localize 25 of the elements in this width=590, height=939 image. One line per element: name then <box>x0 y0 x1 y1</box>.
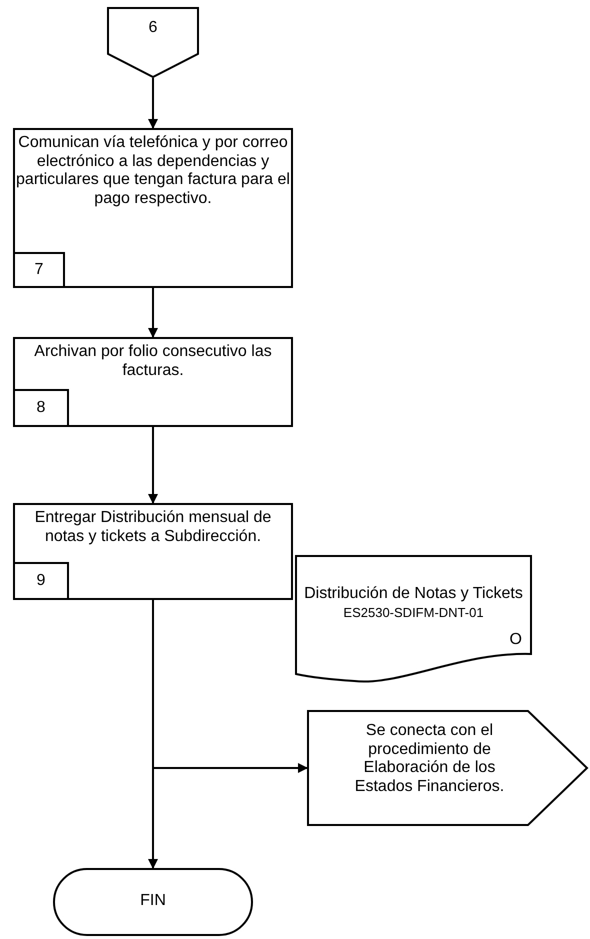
step-number-text: 8 <box>36 398 46 418</box>
step-number-text: 9 <box>36 572 46 590</box>
process-box <box>13 337 293 427</box>
arrow <box>148 427 158 504</box>
offpage-connector <box>107 7 199 78</box>
step-text: 6 <box>148 19 158 38</box>
step-text: Se conecta con el procedimiento de Elaboración de los Estados Financieros. <box>354 722 506 796</box>
step-text: Entregar Distribución mensual de notas y tickets a Subdirección. <box>34 509 272 546</box>
arrow <box>152 600 308 773</box>
step-text: Distribución de Notas y Tickets <box>303 585 524 604</box>
offpage-connector <box>307 710 588 826</box>
process-box <box>13 503 293 600</box>
step-number-text: 7 <box>34 260 44 280</box>
step-number <box>13 389 69 427</box>
document-shape <box>295 555 532 682</box>
step-text: FIN <box>139 892 167 910</box>
step-text: Archivan por folio consecutivo las facturas. <box>33 343 273 380</box>
document-mark: O <box>510 631 522 650</box>
step-number <box>13 562 69 600</box>
arrow <box>148 288 158 338</box>
document-code: ES2530-SDIFM-DNT-01 <box>342 604 485 622</box>
arrow <box>148 78 158 129</box>
step-text: Comunican vía telefónica y por correo electrónico a las dependencias y particulares que tengan factura para el pago respectivo. <box>15 134 291 208</box>
process-box <box>13 128 293 288</box>
step-number <box>13 252 65 288</box>
